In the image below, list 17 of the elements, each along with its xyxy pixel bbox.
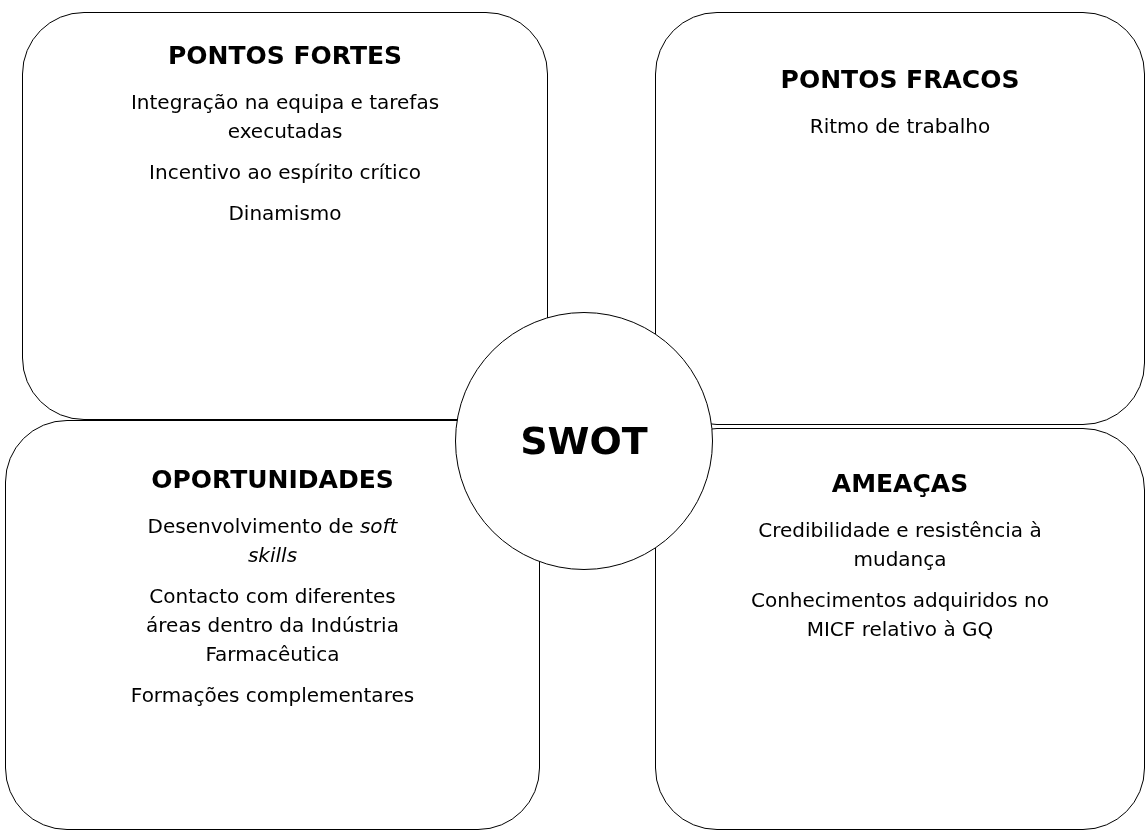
quadrant-box <box>22 12 548 420</box>
quadrant-box <box>655 12 1145 425</box>
quadrant-item: Formações complementares <box>129 682 416 709</box>
quadrant-box <box>655 428 1145 830</box>
quadrant-item: Conhecimentos adquiridos no MICF relativo à GQ <box>750 587 1050 643</box>
quadrant-heading: AMEAÇAS <box>830 469 970 498</box>
quadrant-item: Ritmo de trabalho <box>808 113 992 140</box>
quadrant-item: Integração na equipa e tarefas executadas <box>129 89 441 145</box>
quadrant-item: Contacto com diferentes áreas dentro da Indústria Farmacêutica <box>145 583 400 668</box>
quadrant-item: Desenvolvimento de soft skills <box>146 513 399 569</box>
quadrant-item: Credibilidade e resistência à mudança <box>757 517 1043 573</box>
circle-label: SWOT <box>520 419 648 463</box>
quadrant-item: Incentivo ao espírito crítico <box>148 159 422 186</box>
quadrant-item: Dinamismo <box>227 200 343 227</box>
quadrant-heading: OPORTUNIDADES <box>150 465 395 494</box>
quadrant-heading: PONTOS FRACOS <box>779 65 1021 94</box>
quadrant-heading: PONTOS FORTES <box>166 41 404 70</box>
